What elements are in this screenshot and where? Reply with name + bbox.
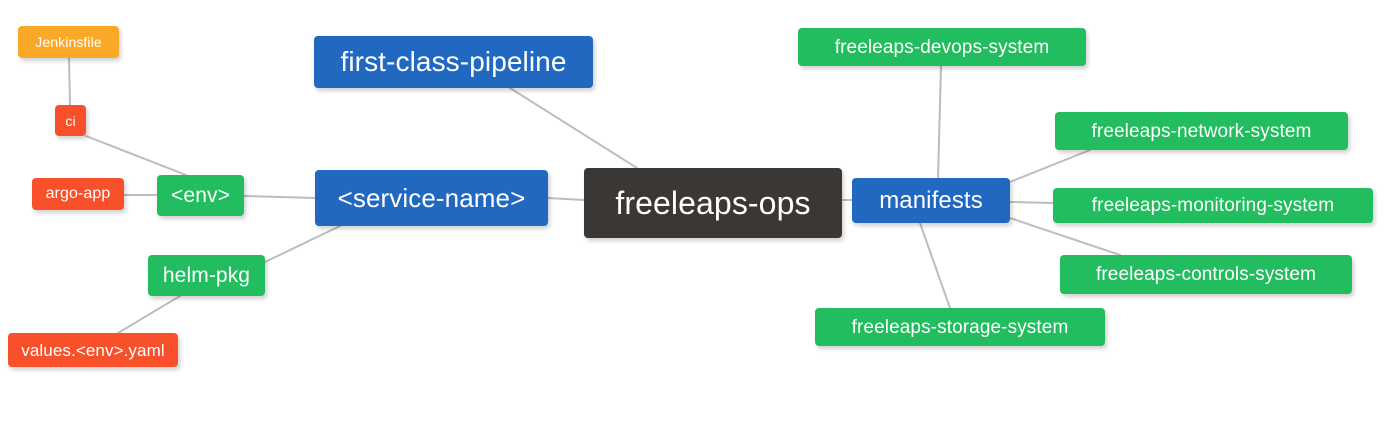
edge-jenkinsfile-to-ci [68,57,71,106]
node-label-env: <env> [171,184,230,207]
node-label-monitoring: freeleaps-monitoring-system [1091,195,1335,216]
node-label-argo-app: argo-app [45,185,111,202]
edge-manifests-to-storage [919,222,951,309]
node-ci[interactable]: ci [55,105,86,136]
edge-service-name-to-root [547,197,585,201]
edge-env-to-service-name [243,195,316,199]
edge-manifests-to-monitoring [1009,201,1054,204]
node-argo-app[interactable]: argo-app [32,178,124,210]
node-label-controls: freeleaps-controls-system [1095,264,1317,285]
node-label-helm-pkg: helm-pkg [162,264,251,287]
node-service-name[interactable]: <service-name> [315,170,548,226]
edge-manifests-to-controls [1009,217,1121,256]
edge-manifests-to-network [1009,149,1091,183]
node-pipeline[interactable]: first-class-pipeline [314,36,593,88]
edge-manifests-to-devops [937,65,942,179]
node-label-ci: ci [65,112,76,129]
edge-pipeline-to-root [509,87,638,169]
node-label-manifests: manifests [879,186,983,214]
node-jenkinsfile[interactable]: Jenkinsfile [18,26,119,58]
node-env[interactable]: <env> [157,175,244,216]
node-label-storage: freeleaps-storage-system [851,316,1069,338]
edge-helm-pkg-to-values-yaml [117,295,181,334]
node-manifests[interactable]: manifests [852,178,1010,223]
node-helm-pkg[interactable]: helm-pkg [148,255,265,296]
node-devops[interactable]: freeleaps-devops-system [798,28,1086,66]
edge-service-name-to-helm-pkg [264,225,341,263]
node-root[interactable]: freeleaps-ops [584,168,842,238]
node-label-values-yaml: values.<env>.yaml [21,340,165,360]
node-values-yaml[interactable]: values.<env>.yaml [8,333,178,367]
node-label-network: freeleaps-network-system [1091,120,1312,142]
edge-ci-to-env [85,135,187,176]
node-network[interactable]: freeleaps-network-system [1055,112,1348,150]
node-label-jenkinsfile: Jenkinsfile [35,34,102,50]
node-monitoring[interactable]: freeleaps-monitoring-system [1053,188,1373,223]
node-label-root: freeleaps-ops [615,185,811,221]
node-label-devops: freeleaps-devops-system [834,36,1050,58]
node-storage[interactable]: freeleaps-storage-system [815,308,1105,346]
node-label-pipeline: first-class-pipeline [340,46,567,77]
node-label-service-name: <service-name> [337,183,526,213]
node-controls[interactable]: freeleaps-controls-system [1060,255,1352,294]
